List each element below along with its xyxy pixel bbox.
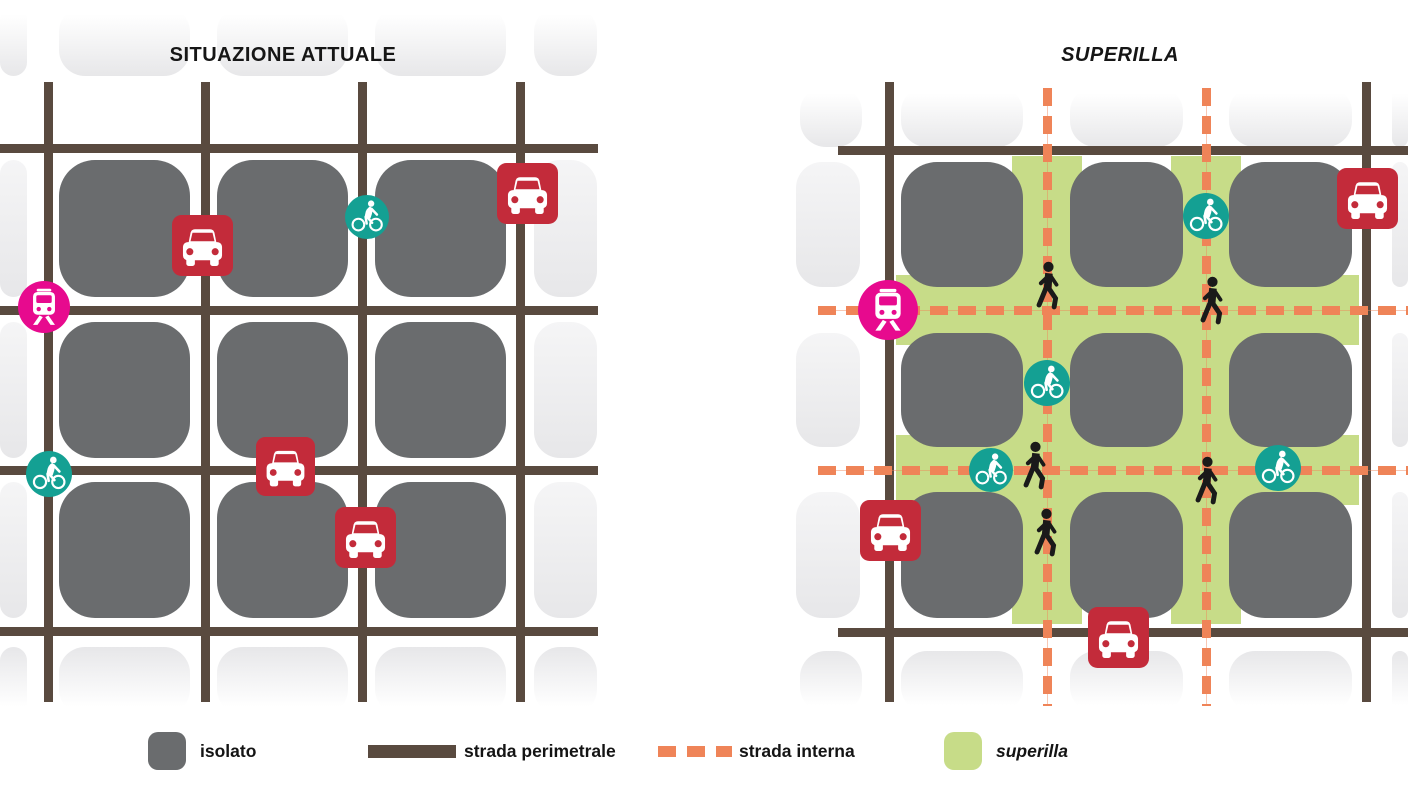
faint-block — [534, 6, 597, 76]
city-block — [375, 160, 506, 297]
perimeter-street — [357, 82, 367, 702]
ped-icon — [1027, 508, 1065, 561]
bike-icon — [345, 195, 389, 239]
faint-block — [1392, 651, 1408, 713]
city-block — [1229, 162, 1352, 287]
perimeter-street — [200, 82, 210, 702]
car-icon — [1088, 607, 1149, 668]
city-block — [217, 160, 348, 297]
city-block — [1229, 492, 1352, 618]
faint-block — [1392, 333, 1408, 447]
car-icon — [335, 507, 396, 568]
perimeter-street — [884, 82, 894, 702]
faint-block — [59, 647, 190, 715]
city-block — [1070, 333, 1183, 447]
city-block — [217, 322, 348, 458]
superilla-swatch — [944, 732, 982, 770]
city-block — [59, 322, 190, 458]
legend-item-isolato: isolato — [148, 724, 256, 778]
ped-icon — [1188, 456, 1226, 509]
city-block — [901, 492, 1023, 618]
faint-block — [534, 482, 597, 618]
train-icon — [858, 280, 918, 340]
faint-block — [1229, 86, 1352, 147]
strada-perimetrale-swatch — [368, 744, 456, 758]
city-block — [901, 333, 1023, 447]
city-block — [1070, 162, 1183, 287]
ped-icon — [1193, 276, 1231, 329]
perimeter-street — [0, 143, 598, 153]
faint-block — [0, 6, 27, 76]
legend-label: strada interna — [739, 740, 855, 761]
faint-block — [800, 651, 862, 713]
faint-block — [1229, 651, 1352, 713]
legend-label: isolato — [200, 740, 257, 761]
perimeter-street — [838, 145, 1408, 155]
city-block — [375, 322, 506, 458]
isolato-swatch — [148, 732, 186, 770]
internal-street-hairline — [818, 469, 1408, 471]
faint-block — [901, 86, 1023, 147]
bike-icon — [1183, 193, 1229, 239]
faint-block — [0, 322, 27, 458]
ped-icon — [1029, 261, 1067, 314]
faint-block — [534, 647, 597, 715]
car-icon — [497, 163, 558, 224]
faint-block — [901, 651, 1023, 713]
car-icon — [172, 215, 233, 276]
faint-block — [217, 647, 348, 715]
faint-block — [1392, 86, 1408, 147]
faint-block — [796, 333, 860, 447]
faint-block — [375, 647, 506, 715]
car-icon — [860, 500, 921, 561]
car-icon — [1337, 168, 1398, 229]
faint-block — [0, 160, 27, 297]
legend-item-superilla: superilla — [944, 724, 1068, 778]
legend-item-strada-interna: strada interna — [658, 724, 855, 778]
city-block — [1070, 492, 1183, 618]
faint-block — [0, 647, 27, 715]
perimeter-street — [0, 305, 598, 315]
legend-label: superilla — [996, 740, 1068, 761]
city-block — [375, 482, 506, 618]
city-block — [1229, 333, 1352, 447]
internal-street-dashed — [818, 305, 1408, 315]
city-block — [901, 162, 1023, 287]
bike-icon — [969, 448, 1013, 492]
legend: isolato strada perimetrale strada intern… — [0, 724, 1408, 778]
perimeter-street — [515, 82, 525, 702]
internal-street-hairline — [818, 309, 1408, 311]
bike-icon — [1255, 445, 1301, 491]
perimeter-street — [43, 82, 53, 702]
left-panel-title: SITUAZIONE ATTUALE — [169, 44, 397, 66]
faint-block — [59, 6, 190, 76]
faint-block — [796, 162, 860, 287]
car-icon — [256, 437, 315, 496]
perimeter-street — [0, 626, 598, 636]
right-panel-title: SUPERILLA — [1061, 44, 1179, 66]
faint-block — [375, 6, 506, 76]
legend-label: strada perimetrale — [464, 740, 616, 761]
faint-block — [796, 492, 860, 618]
ped-icon — [1016, 441, 1054, 494]
internal-street-dashed — [818, 465, 1408, 475]
faint-block — [800, 86, 862, 147]
faint-block — [1392, 492, 1408, 618]
internal-street-hairline — [1205, 88, 1207, 706]
faint-block — [534, 322, 597, 458]
faint-block — [217, 6, 348, 76]
strada-interna-swatch — [658, 745, 732, 757]
bike-icon — [1024, 360, 1070, 406]
faint-block — [1070, 86, 1183, 147]
legend-item-strada-perimetrale: strada perimetrale — [368, 724, 616, 778]
perimeter-street — [1361, 82, 1371, 702]
city-block — [59, 160, 190, 297]
faint-block — [0, 482, 27, 618]
internal-street-dashed — [1201, 88, 1211, 706]
city-block — [59, 482, 190, 618]
city-block — [217, 482, 348, 618]
bike-icon — [26, 451, 72, 497]
train-icon — [18, 281, 70, 333]
